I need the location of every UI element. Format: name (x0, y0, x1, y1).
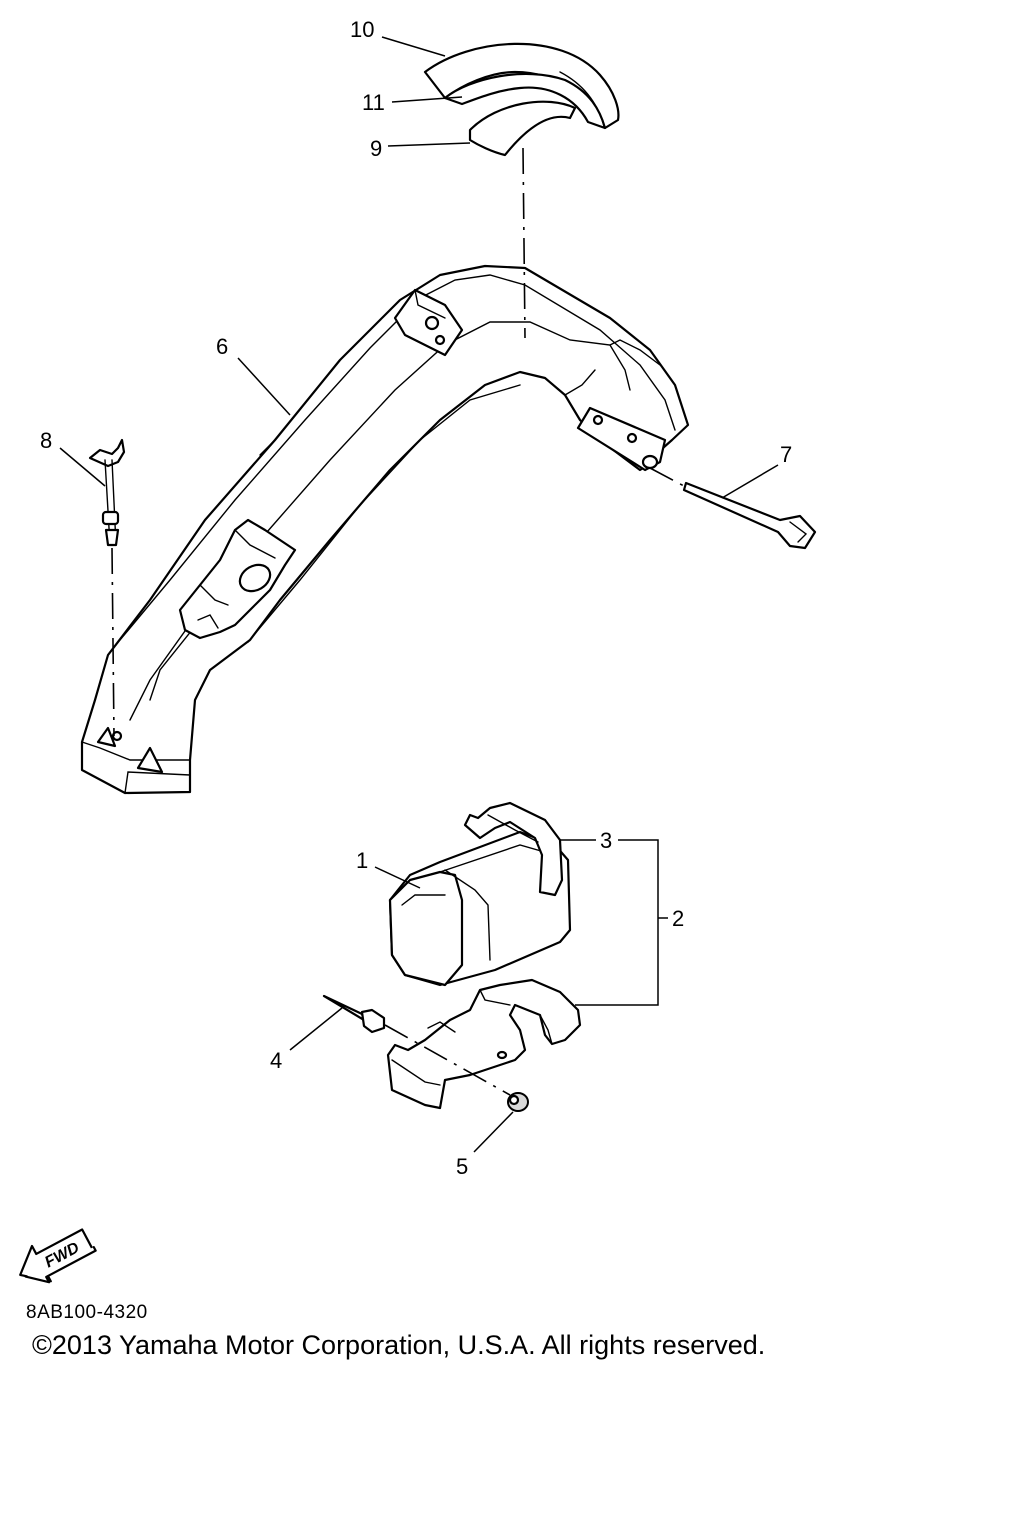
callout-3: 3 (600, 828, 612, 853)
leader-9 (387, 142, 471, 147)
leader-7 (721, 464, 779, 499)
centerline-screw (384, 1024, 511, 1096)
emblem-11 (443, 71, 607, 130)
callout-2: 2 (672, 906, 684, 931)
centerline-bolt (111, 547, 115, 737)
callout-9: 9 (370, 136, 382, 161)
fender-lower-bracket (178, 518, 297, 640)
emblem-9 (468, 100, 577, 157)
leader-10 (381, 36, 446, 57)
callout-10: 10 (350, 17, 374, 42)
screw-4 (322, 994, 386, 1034)
callout-8: 8 (40, 428, 52, 453)
wing-bolt-8 (88, 438, 126, 547)
emblem-10 (423, 42, 620, 130)
callout-5: 5 (456, 1154, 468, 1179)
diagram-code: 8AB100-4320 (26, 1302, 148, 1323)
callout-4: 4 (270, 1048, 282, 1073)
leader-4 (289, 1007, 343, 1051)
leader-6 (237, 357, 291, 416)
collar-5 (507, 1092, 529, 1112)
callout-11: 11 (362, 90, 385, 115)
leader-8 (59, 447, 106, 487)
callout-1: 1 (356, 848, 368, 873)
leader-1 (374, 866, 421, 889)
callout-7: 7 (780, 442, 792, 467)
fender-upper-bracket (393, 288, 464, 357)
copyright-notice: ©2013 Yamaha Motor Corporation, U.S.A. A… (32, 1330, 766, 1360)
centerline-emblem (522, 147, 526, 339)
leader-11 (391, 96, 463, 103)
rear-fender (80, 264, 690, 795)
centerline-pin (649, 467, 685, 487)
leader-5 (473, 1111, 514, 1153)
holder-2 (386, 978, 582, 1110)
leader-3-2 (575, 839, 659, 1006)
pin-7 (682, 481, 817, 550)
forward-arrow-icon: FWD (19, 1228, 97, 1284)
callout-6: 6 (216, 334, 228, 359)
band-3 (463, 801, 564, 897)
fender-rear-stay-bracket (576, 406, 667, 472)
